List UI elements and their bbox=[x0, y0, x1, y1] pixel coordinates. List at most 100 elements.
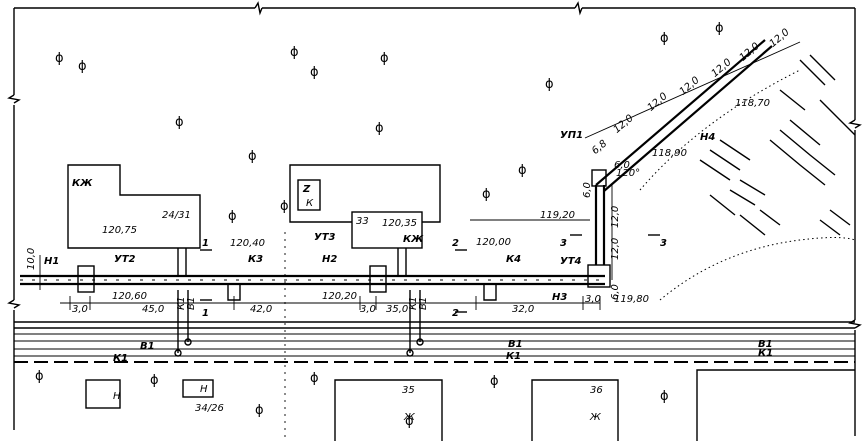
label-dimension: 32,0 bbox=[512, 304, 534, 315]
label-dimension: 12,0 bbox=[678, 75, 702, 98]
chamber-ut2 bbox=[77, 265, 95, 293]
label-section: 1 bbox=[202, 238, 209, 249]
label-building-number: 36 bbox=[590, 385, 603, 396]
label-dimension: 3,0 bbox=[360, 304, 376, 315]
label-node: УТ2 bbox=[114, 254, 136, 265]
building-35 bbox=[334, 379, 443, 441]
chamber-up1 bbox=[591, 169, 607, 187]
label-node: К4 bbox=[506, 254, 521, 265]
label-elevation: 120,35 bbox=[382, 218, 417, 229]
label-section: 3 bbox=[560, 238, 567, 249]
label-z: Z bbox=[302, 184, 311, 195]
label-dimension: 6,8 bbox=[590, 138, 609, 157]
label-elevation: 120,40 bbox=[230, 238, 265, 249]
label-building-code: КЖ bbox=[403, 234, 424, 245]
label-dimension: 10,0 bbox=[26, 248, 37, 270]
label-node: УТ4 bbox=[560, 256, 582, 267]
label-building-code: КЖ bbox=[72, 178, 93, 189]
svg-text:ϕ: ϕ bbox=[290, 45, 299, 60]
label-dimension: 3,0 bbox=[585, 294, 601, 305]
label-elevation: 119,80 bbox=[614, 294, 649, 305]
chamber-ut4 bbox=[587, 264, 611, 288]
label-utility: К1 bbox=[408, 297, 419, 310]
branch-pipes bbox=[174, 232, 424, 440]
label-elevation: 118,90 bbox=[652, 148, 687, 159]
label-utility: В1 bbox=[140, 341, 155, 352]
label-dimension: 6,0 bbox=[614, 160, 630, 171]
building-k bbox=[297, 179, 321, 211]
label-dimension: 12,0 bbox=[610, 206, 621, 228]
label-utility: В1 bbox=[508, 339, 523, 350]
svg-text:ϕ: ϕ bbox=[280, 199, 289, 214]
svg-text:ϕ: ϕ bbox=[482, 187, 491, 202]
svg-text:ϕ: ϕ bbox=[380, 51, 389, 66]
svg-text:ϕ: ϕ bbox=[310, 65, 319, 80]
label-utility: К1 bbox=[506, 351, 521, 362]
label-utility: К1 bbox=[758, 348, 773, 359]
svg-text:ϕ: ϕ bbox=[375, 121, 384, 136]
svg-text:ϕ: ϕ bbox=[715, 21, 724, 36]
building-n2 bbox=[182, 379, 214, 398]
label-dimension: 12,0 bbox=[612, 113, 636, 136]
dimension-lines bbox=[39, 41, 801, 310]
svg-text:ϕ: ϕ bbox=[405, 414, 414, 429]
label-dimension: 42,0 bbox=[250, 304, 272, 315]
label-utility: В1 bbox=[758, 339, 773, 350]
label-node: УП1 bbox=[560, 130, 583, 141]
label-elevation: 120,20 bbox=[322, 291, 357, 302]
label-building-code: Ж bbox=[589, 412, 602, 423]
svg-text:ϕ: ϕ bbox=[78, 59, 87, 74]
label-elevation: 120,00 bbox=[476, 237, 511, 248]
svg-text:ϕ: ϕ bbox=[35, 369, 44, 384]
svg-text:ϕ: ϕ bbox=[150, 373, 159, 388]
svg-text:ϕ: ϕ bbox=[175, 115, 184, 130]
svg-text:ϕ: ϕ bbox=[518, 163, 527, 178]
label-node: Н2 bbox=[322, 254, 337, 265]
svg-text:ϕ: ϕ bbox=[490, 374, 499, 389]
slope-hatching bbox=[639, 54, 856, 301]
label-building-number: 34/26 bbox=[195, 403, 224, 414]
road bbox=[14, 321, 855, 357]
frame bbox=[7, 1, 862, 436]
label-building-number: 33 bbox=[356, 216, 369, 227]
svg-text:ϕ: ϕ bbox=[55, 51, 64, 66]
svg-text:ϕ: ϕ bbox=[660, 389, 669, 404]
section-markers bbox=[200, 234, 660, 313]
label-elevation: 120,60 bbox=[112, 291, 147, 302]
label-utility: В1 bbox=[418, 297, 429, 310]
label-elevation: 118,70 bbox=[735, 98, 770, 109]
building-top bbox=[289, 164, 441, 223]
svg-text:ϕ: ϕ bbox=[660, 31, 669, 46]
label-dimension: 12,0 bbox=[768, 27, 792, 50]
label-utility: К1 bbox=[176, 297, 187, 310]
label-building-code: Н bbox=[113, 391, 121, 402]
label-section: 1 bbox=[202, 308, 209, 319]
label-utility: К1 bbox=[113, 353, 128, 364]
label-node: Н1 bbox=[44, 256, 59, 267]
label-section: 3 bbox=[660, 238, 667, 249]
label-dimension: 12,0 bbox=[646, 91, 670, 114]
label-building-code: К bbox=[306, 198, 314, 209]
building-n1 bbox=[85, 379, 121, 409]
building-kzh-left bbox=[67, 164, 201, 249]
label-angle: 120° bbox=[616, 168, 640, 179]
svg-text:ϕ: ϕ bbox=[248, 149, 257, 164]
label-dimension: 3,0 bbox=[72, 304, 88, 315]
label-building-code: Н bbox=[200, 384, 208, 395]
svg-text:ϕ: ϕ bbox=[255, 403, 264, 418]
label-dimension: 35,0 bbox=[386, 304, 408, 315]
label-building-number: 24/31 bbox=[162, 210, 191, 221]
label-node: Н3 bbox=[552, 292, 567, 303]
heating-main bbox=[20, 39, 773, 286]
svg-text:ϕ: ϕ bbox=[545, 77, 554, 92]
label-dimension: 6,0 bbox=[610, 284, 621, 300]
building-36 bbox=[531, 379, 619, 441]
svg-text:ϕ: ϕ bbox=[228, 209, 237, 224]
compensator-k4 bbox=[483, 284, 497, 301]
label-building-number: 35 bbox=[402, 385, 415, 396]
building-right bbox=[696, 369, 855, 441]
building-kzh-mid bbox=[351, 211, 423, 249]
label-node: УТ3 bbox=[314, 232, 336, 243]
label-section: 2 bbox=[452, 308, 459, 319]
